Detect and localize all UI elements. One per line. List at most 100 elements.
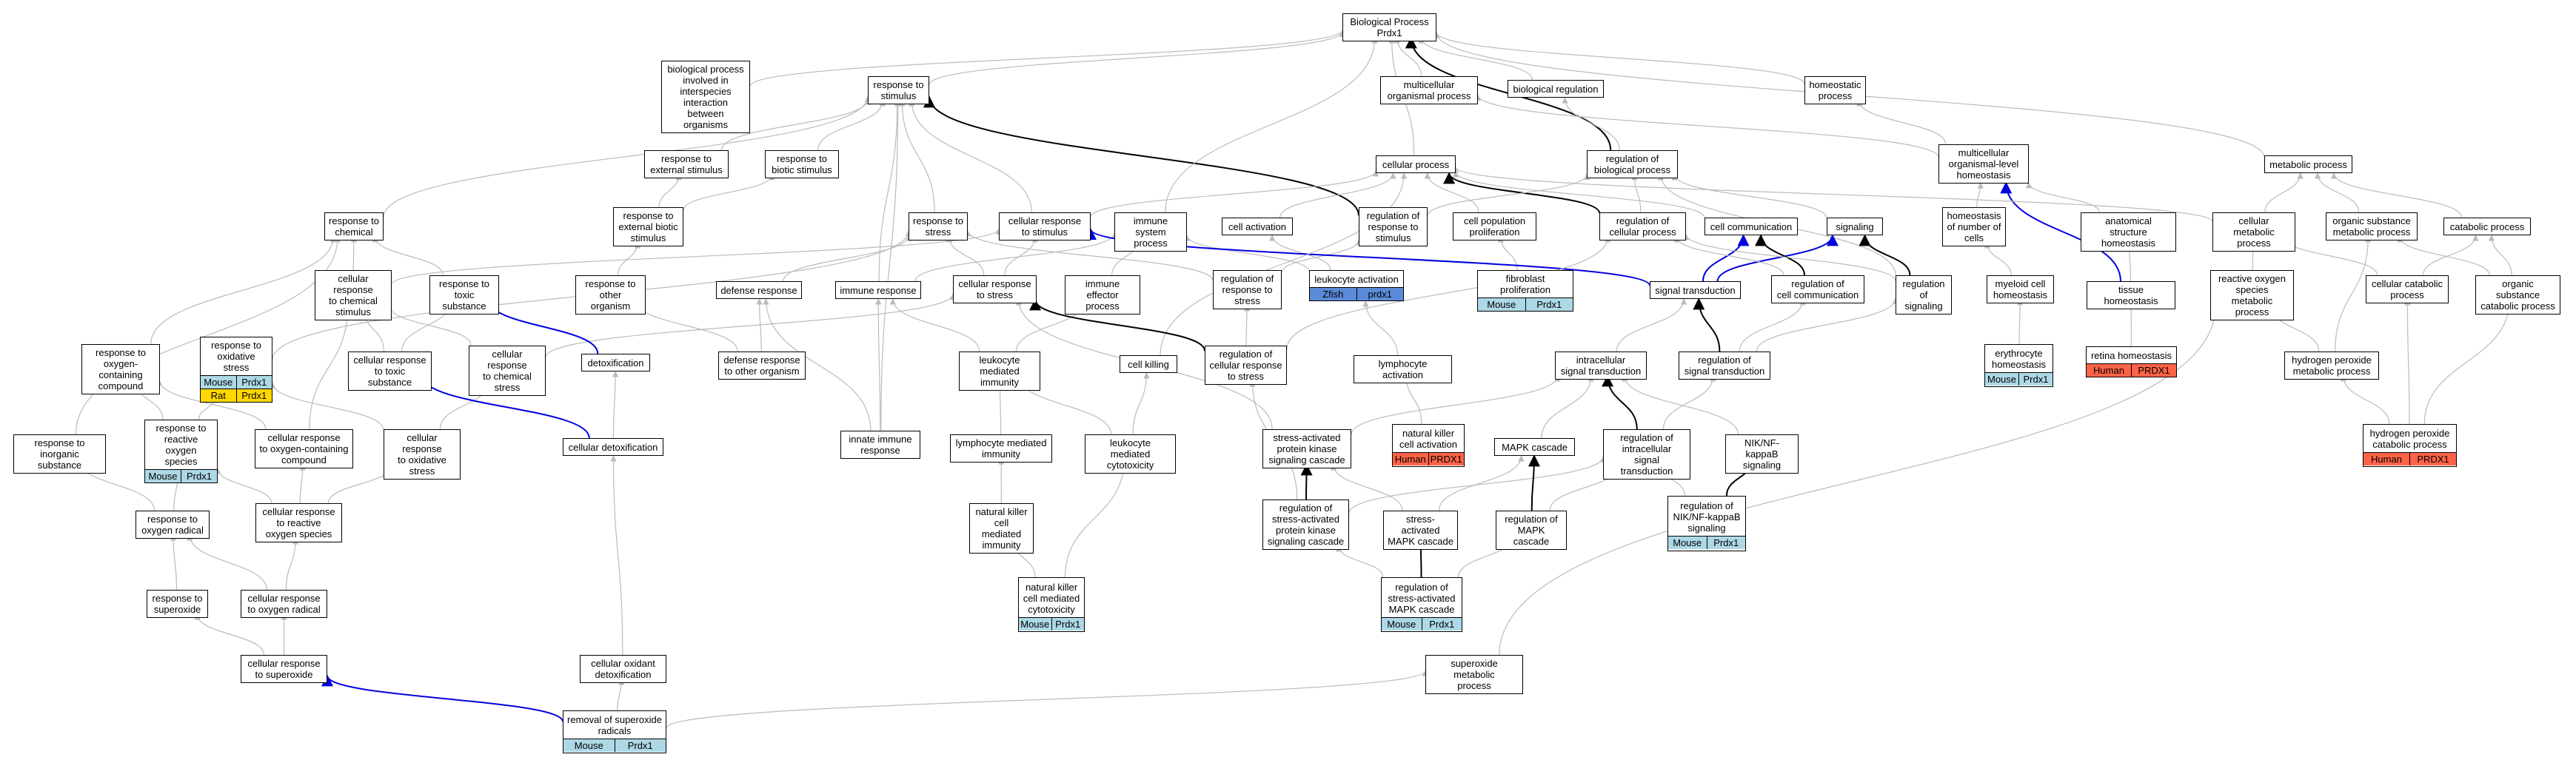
go-term-node[interactable]: regulation of cellular response to stres… bbox=[1205, 346, 1287, 385]
go-term-node[interactable]: hydrogen peroxide metabolic process bbox=[2284, 352, 2379, 380]
go-term-node[interactable]: immune effector process bbox=[1065, 275, 1140, 315]
go-term-node[interactable]: cellular response to stress bbox=[953, 275, 1037, 303]
go-term-node[interactable]: regulation of stress-activated MAPK casc… bbox=[1381, 577, 1462, 632]
go-term-node[interactable]: response to inorganic substance bbox=[13, 434, 106, 474]
go-term-node[interactable]: cell population proliferation bbox=[1453, 212, 1536, 241]
go-term-node[interactable]: regulation of MAPK cascade bbox=[1496, 511, 1567, 550]
go-term-node[interactable]: response to superoxide bbox=[147, 590, 208, 618]
go-term-node[interactable]: regulation of signaling bbox=[1896, 275, 1952, 315]
is-a-edge bbox=[2423, 299, 2513, 425]
go-term-node[interactable]: leukocyte mediated cytotoxicity bbox=[1085, 434, 1176, 474]
go-term-node[interactable]: cell communication bbox=[1704, 218, 1798, 235]
go-term-node[interactable]: response to chemical bbox=[324, 212, 384, 241]
go-term-node[interactable]: organic substance metabolic process bbox=[2326, 212, 2418, 241]
go-term-node[interactable]: cellular response to toxic substance bbox=[348, 352, 432, 391]
go-term-node[interactable]: myeloid cell homeostasis bbox=[1987, 275, 2054, 303]
go-term-node[interactable]: homeostatic process bbox=[1804, 76, 1866, 104]
go-term-node[interactable]: cellular response to oxidative stress bbox=[384, 429, 461, 480]
go-term-node[interactable]: regulation of intracellular signal trans… bbox=[1603, 429, 1690, 480]
go-term-node[interactable]: response to external biotic stimulus bbox=[613, 207, 683, 246]
go-term-node[interactable]: cellular response to chemical stimulus bbox=[315, 270, 392, 320]
go-term-node[interactable]: response to other organism bbox=[575, 275, 646, 315]
go-term-node[interactable]: cellular response to reactive oxygen spe… bbox=[255, 503, 342, 542]
go-term-node[interactable]: regulation of response to stimulus bbox=[1359, 207, 1428, 246]
go-term-node[interactable]: homeostasis of number of cells bbox=[1942, 207, 2006, 246]
go-term-node[interactable]: response to biotic stimulus bbox=[765, 150, 839, 178]
go-term-node[interactable]: cell killing bbox=[1120, 355, 1177, 373]
go-term-node[interactable]: cellular response to stimulus bbox=[999, 212, 1091, 241]
go-term-node[interactable]: cellular response to oxygen-containing c… bbox=[255, 429, 353, 468]
go-term-node[interactable]: immune response bbox=[835, 281, 921, 299]
go-term-node[interactable]: defense response bbox=[716, 281, 802, 299]
go-term-node[interactable]: superoxide metabolic process bbox=[1425, 655, 1523, 694]
go-term-node[interactable]: regulation of stress-activated protein k… bbox=[1262, 500, 1349, 550]
go-term-node[interactable]: signaling bbox=[1827, 218, 1883, 235]
go-term-node[interactable]: multicellular organismal-level homeostas… bbox=[1938, 144, 2029, 184]
go-term-node[interactable]: cellular response to superoxide bbox=[241, 655, 327, 683]
go-term-node[interactable]: detoxification bbox=[581, 354, 650, 371]
go-term-label: response to stress bbox=[913, 215, 963, 238]
go-term-node[interactable]: multicellular organismal process bbox=[1380, 76, 1478, 104]
is-a-edge bbox=[2340, 375, 2390, 425]
go-term-node[interactable]: innate immune response bbox=[840, 431, 920, 459]
go-term-node[interactable]: response to oxygen-containing compound bbox=[81, 344, 160, 394]
go-term-node[interactable]: cellular metabolic process bbox=[2212, 212, 2295, 252]
go-term-node[interactable]: natural killer cell mediated immunity bbox=[969, 503, 1034, 554]
regulates-edge bbox=[1602, 374, 1638, 430]
go-term-node[interactable]: cellular response to chemical stress bbox=[469, 346, 546, 396]
go-term-node[interactable]: organic substance catabolic process bbox=[2475, 275, 2560, 315]
go-term-node[interactable]: regulation of response to stress bbox=[1213, 270, 1282, 309]
go-term-node[interactable]: response to external stimulus bbox=[644, 150, 729, 178]
go-term-node[interactable]: biological process involved in interspec… bbox=[661, 61, 750, 133]
go-term-node[interactable]: stress-activated protein kinase signalin… bbox=[1262, 429, 1351, 468]
go-term-node[interactable]: cellular detoxification bbox=[563, 438, 663, 456]
go-term-node[interactable]: catabolic process bbox=[2443, 218, 2531, 235]
go-term-node[interactable]: cellular catabolic process bbox=[2366, 275, 2449, 303]
go-term-node[interactable]: intracellular signal transduction bbox=[1555, 352, 1647, 380]
go-term-node[interactable]: response to oxygen radical bbox=[136, 511, 210, 539]
go-term-node[interactable]: stress-activated MAPK cascade bbox=[1383, 511, 1458, 550]
go-term-node[interactable]: regulation of cellular process bbox=[1599, 212, 1686, 241]
go-term-node[interactable]: reactive oxygen species metabolic proces… bbox=[2210, 270, 2294, 320]
go-term-node[interactable]: regulation of cell communication bbox=[1771, 275, 1864, 303]
go-term-node[interactable]: regulation of biological process bbox=[1587, 150, 1678, 178]
go-term-node[interactable]: cellular oxidant detoxification bbox=[580, 655, 666, 683]
go-term-label: regulation of NIK/NF-kappaB signaling bbox=[1673, 500, 1741, 534]
go-term-node[interactable]: response to toxic substance bbox=[429, 275, 499, 315]
species-name: Mouse bbox=[1985, 373, 2018, 386]
go-term-node[interactable]: biological regulation bbox=[1508, 80, 1604, 98]
go-term-node[interactable]: cellular process bbox=[1376, 155, 1456, 173]
go-term-node[interactable]: signal transduction bbox=[1650, 281, 1741, 299]
regulates-edge bbox=[1859, 234, 1911, 276]
go-term-node[interactable]: leukocyte mediated immunity bbox=[959, 352, 1040, 391]
go-term-node[interactable]: immune system process bbox=[1114, 212, 1187, 252]
go-term-node[interactable]: response to stress bbox=[909, 212, 968, 241]
go-term-node[interactable]: defense response to other organism bbox=[718, 352, 806, 380]
go-term-node[interactable]: lymphocyte activation bbox=[1354, 355, 1452, 383]
is-a-edge bbox=[214, 467, 272, 504]
go-term-node[interactable]: lymphocyte mediated immunity bbox=[950, 434, 1052, 463]
go-term-node[interactable]: MAPK cascade bbox=[1494, 438, 1575, 456]
go-term-node[interactable]: metabolic process bbox=[2264, 155, 2352, 173]
go-term-node[interactable]: response to stimulus bbox=[868, 76, 929, 104]
is-a-edge bbox=[1424, 172, 1479, 213]
go-term-node[interactable]: Biological Process Prdx1 bbox=[1342, 13, 1436, 41]
go-term-node[interactable]: tissue homeostasis bbox=[2087, 281, 2175, 309]
go-term-node[interactable]: cell activation bbox=[1222, 218, 1293, 235]
go-term-node[interactable]: NIK/NF-kappaB signaling bbox=[1725, 434, 1799, 474]
go-term-node[interactable]: anatomical structure homeostasis bbox=[2081, 212, 2176, 252]
go-term-node[interactable]: natural killer cell mediated cytotoxicit… bbox=[1018, 577, 1085, 632]
go-term-node[interactable]: cellular response to oxygen radical bbox=[241, 590, 327, 618]
go-term-node[interactable]: regulation of signal transduction bbox=[1679, 352, 1770, 380]
